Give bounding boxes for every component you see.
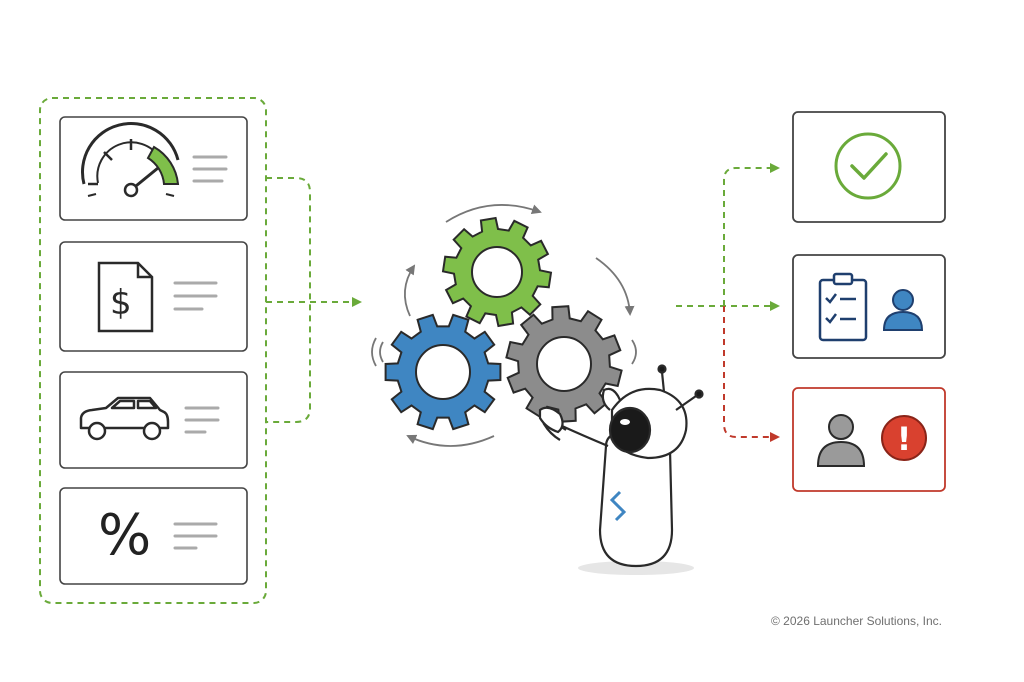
gauge-icon	[81, 122, 180, 198]
dollar-symbol: $	[110, 283, 132, 323]
text-lines-icon	[173, 281, 218, 311]
robot-mascot	[538, 364, 704, 575]
percent-icon: %	[98, 503, 152, 568]
car-icon	[79, 396, 170, 441]
output-connector	[676, 163, 780, 442]
input-card-vehicle	[59, 371, 248, 469]
input-card-interest-rate	[59, 487, 248, 585]
alert-icon: !	[881, 415, 927, 461]
gear-gray-icon	[505, 305, 623, 423]
input-bracket-connector	[266, 177, 362, 423]
invoice-dollar-icon: $	[97, 261, 154, 333]
outcome-flagged-card: !	[792, 387, 946, 492]
text-lines-icon	[184, 406, 220, 434]
outcome-approved-card	[792, 111, 946, 223]
input-card-credit-score	[59, 116, 248, 221]
robot-logo-icon	[609, 490, 627, 522]
flagged-user-icon	[816, 414, 866, 467]
copyright-text: © 2026 Launcher Solutions, Inc.	[771, 614, 942, 628]
approved-checkmark-icon	[834, 132, 902, 200]
alert-symbol: !	[897, 420, 912, 458]
input-group-container	[39, 97, 267, 604]
reviewer-user-icon	[882, 289, 924, 331]
rotation-arrows	[371, 204, 637, 447]
text-lines-icon	[192, 155, 228, 183]
clipboard-checklist-icon	[818, 272, 868, 342]
gear-blue-icon	[384, 313, 502, 431]
gear-green-icon	[441, 216, 553, 328]
outcome-review-card	[792, 254, 946, 359]
input-card-income-document: $	[59, 241, 248, 352]
text-lines-icon	[173, 522, 218, 550]
